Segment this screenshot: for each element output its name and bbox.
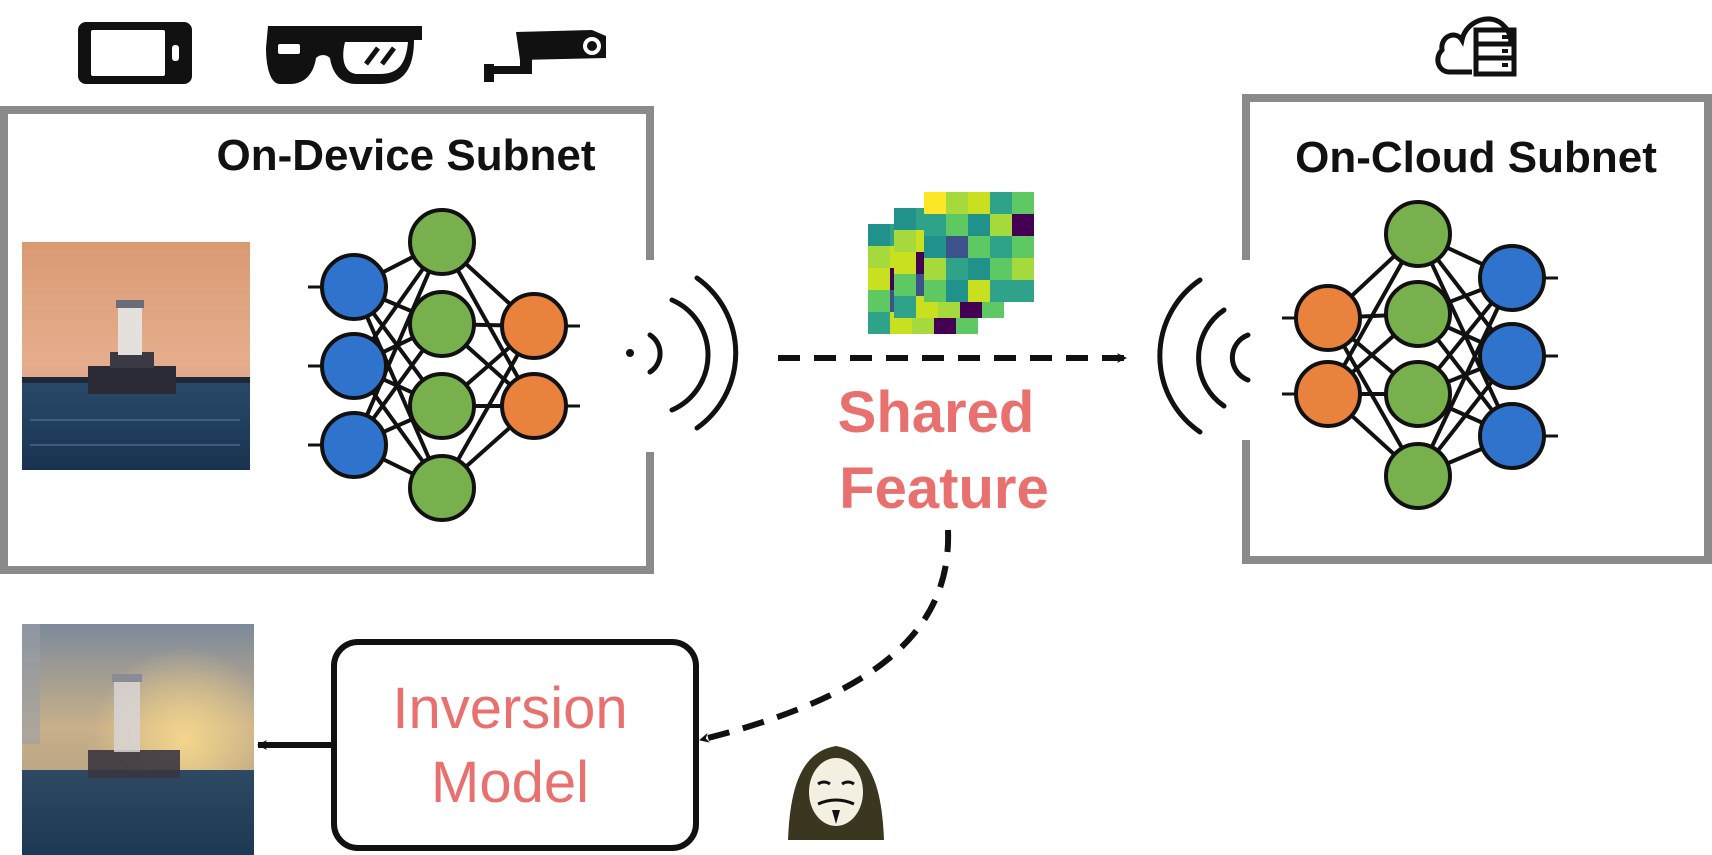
smart-glasses-icon xyxy=(266,26,422,84)
on-device-title: On-Device Subnet xyxy=(217,131,596,180)
feature-cell xyxy=(868,268,890,290)
on-cloud-title: On-Cloud Subnet xyxy=(1295,133,1657,182)
device-net-node xyxy=(408,372,476,440)
device-net-node xyxy=(500,292,568,360)
feature-cell xyxy=(924,258,946,280)
smartphone-icon xyxy=(78,22,192,84)
feature-cell xyxy=(946,258,968,280)
feature-cell xyxy=(1012,258,1034,280)
feature-cell xyxy=(990,236,1012,258)
feature-cell xyxy=(894,296,916,318)
device-net-node xyxy=(500,372,568,440)
on-device-panel: On-Device Subnet xyxy=(0,106,654,574)
cloud-net-edge xyxy=(1416,277,1514,477)
cloud-net-node xyxy=(1384,360,1452,428)
cloud-net-node xyxy=(1294,284,1362,352)
inversion-line2: Model xyxy=(431,750,589,815)
feature-cell xyxy=(924,214,946,236)
cloud-server-icon xyxy=(1435,16,1517,77)
cloud-net-node xyxy=(1384,280,1452,348)
wireless-signal-out-icon xyxy=(626,275,739,431)
feature-cell xyxy=(924,192,946,214)
cloud-network xyxy=(1282,200,1558,510)
input-image xyxy=(22,242,250,470)
feature-cell xyxy=(990,192,1012,214)
device-net-node xyxy=(320,253,388,321)
leak-arrow xyxy=(699,529,952,743)
feature-cell xyxy=(990,258,1012,280)
cloud-net-node xyxy=(1478,322,1546,390)
feature-cell xyxy=(894,208,916,230)
device-network xyxy=(308,208,580,522)
feature-cell xyxy=(968,214,990,236)
on-cloud-panel: On-Cloud Subnet xyxy=(1242,94,1712,564)
security-camera-icon xyxy=(484,30,606,82)
feature-cell xyxy=(924,280,946,302)
shared-feature-line2: Feature xyxy=(839,456,1049,521)
shared-feature-line1: Shared xyxy=(838,380,1035,445)
cloud-net-node xyxy=(1478,402,1546,470)
feature-cell xyxy=(946,214,968,236)
feature-cell xyxy=(990,280,1012,302)
feature-cell xyxy=(968,192,990,214)
device-net-node xyxy=(408,454,476,522)
feature-cell xyxy=(924,236,946,258)
device-net-node xyxy=(320,411,388,479)
inversion-line1: Inversion xyxy=(392,676,627,741)
device-net-node xyxy=(320,332,388,400)
feature-map-front xyxy=(924,192,1034,302)
feature-cell xyxy=(968,280,990,302)
feature-cell xyxy=(968,236,990,258)
feature-cell xyxy=(990,214,1012,236)
cloud-net-node xyxy=(1294,360,1362,428)
feature-cell xyxy=(894,274,916,296)
feature-cell xyxy=(1012,214,1034,236)
feature-cell xyxy=(894,230,916,252)
feature-cell xyxy=(868,246,890,268)
inversion-model-box: Inversion Model xyxy=(331,639,699,851)
feature-cell xyxy=(1012,280,1034,302)
device-net-edge xyxy=(352,241,444,446)
cloud-net-node xyxy=(1478,244,1546,312)
feature-cell xyxy=(1012,236,1034,258)
feature-cell xyxy=(946,192,968,214)
feature-cell xyxy=(946,280,968,302)
cloud-net-node xyxy=(1384,200,1452,268)
reconstructed-image xyxy=(22,624,254,855)
device-net-node xyxy=(408,208,476,276)
hacker-mask-icon xyxy=(788,746,884,840)
feature-cell xyxy=(868,224,890,246)
feature-cell xyxy=(1012,192,1034,214)
wireless-signal-in-icon xyxy=(1157,277,1251,435)
device-net-node xyxy=(408,290,476,358)
feature-cell xyxy=(868,290,890,312)
feature-map xyxy=(868,192,1034,334)
feature-cell xyxy=(894,252,916,274)
cloud-net-node xyxy=(1384,442,1452,510)
feature-cell xyxy=(868,312,890,334)
feature-cell xyxy=(968,258,990,280)
feature-cell xyxy=(946,236,968,258)
